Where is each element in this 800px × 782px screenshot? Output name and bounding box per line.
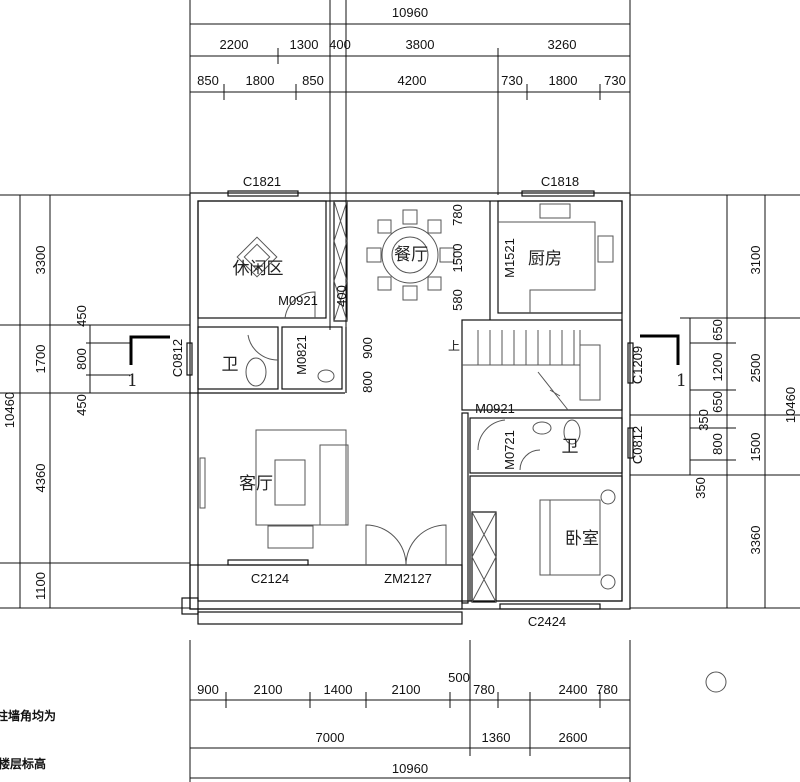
note-line: 柱墙角均为 (0, 708, 56, 723)
dim-right: 3100 (748, 246, 763, 275)
dim-left: 1100 (33, 572, 48, 600)
left-dimensions: 3300 1700 4360 1100 10460 450 800 450 1 (0, 194, 190, 609)
dim-top: 2200 (220, 37, 249, 52)
dim-top-total: 10960 (392, 5, 428, 20)
dim-bottom-total: 10960 (392, 761, 428, 776)
dim-left: 450 (74, 394, 89, 416)
dim-bottom: 2100 (254, 682, 283, 697)
dim-top: 850 (197, 73, 219, 88)
dim-left: 450 (74, 305, 89, 327)
dim-bottom: 2400 (559, 682, 588, 697)
window-label: C2124 (251, 571, 289, 586)
dim-right: 650 (710, 391, 725, 413)
dim-label: 900 (360, 337, 375, 359)
room-kitchen: 厨房 (528, 249, 562, 269)
dim-right: 1500 (748, 433, 763, 462)
dim-bottom: 900 (197, 682, 219, 697)
dim-bottom: 780 (596, 682, 618, 697)
dim-label: 800 (360, 371, 375, 393)
dim-bottom: 1360 (482, 730, 511, 745)
section-mark (640, 334, 680, 365)
room-labels: 休闲区 餐厅 厨房 卫 客厅 卧室 卫 (222, 245, 600, 549)
dim-top: 4200 (398, 73, 427, 88)
dim-left: 3300 (33, 246, 48, 275)
dim-right: 800 (710, 433, 725, 455)
dim-bottom: 2100 (392, 682, 421, 697)
section-number: 1 (127, 371, 138, 391)
doors (247, 291, 541, 566)
walls (181, 192, 631, 625)
window-label: C1818 (541, 174, 579, 189)
dim-right: 350 (693, 477, 708, 499)
dim-right: 2500 (748, 354, 763, 383)
dim-bottom: 2600 (559, 730, 588, 745)
window-label: C0812 (630, 426, 645, 464)
dim-top: 400 (329, 37, 351, 52)
dim-bottom: 1400 (324, 682, 353, 697)
dim-left-total: 10460 (2, 392, 17, 428)
window-label: C2424 (528, 614, 566, 629)
door-label: M0921 (475, 401, 515, 416)
room-dining: 餐厅 (394, 245, 428, 265)
dim-label: 400 (334, 285, 349, 307)
dim-bottom: 500 (448, 670, 470, 685)
room-living: 客厅 (239, 474, 273, 494)
bottom-dimensions: 900 2100 1400 2100 500 780 2400 780 7000… (189, 640, 631, 782)
dim-top: 1800 (549, 73, 578, 88)
top-dimensions: 10960 2200 1300 400 3800 3260 850 1800 8… (189, 0, 631, 330)
dim-label: 780 (450, 204, 465, 226)
door-label: M0921 (278, 293, 318, 308)
dim-top: 3800 (406, 37, 435, 52)
note-line: 楼层标高 (0, 756, 46, 771)
room-bath-right: 卫 (562, 437, 579, 457)
window-label: C0812 (170, 339, 185, 377)
room-leisure: 休闲区 (233, 259, 284, 279)
windows (186, 190, 634, 610)
door-label: M0821 (294, 335, 309, 375)
section-number: 1 (676, 371, 687, 391)
room-bedroom: 卧室 (565, 529, 599, 549)
dim-left: 800 (74, 348, 89, 370)
section-mark (129, 335, 170, 365)
door-label: ZM2127 (384, 571, 432, 586)
dim-top: 3260 (548, 37, 577, 52)
dim-label: 580 (450, 289, 465, 311)
dim-top: 730 (604, 73, 626, 88)
window-label: C1821 (243, 174, 281, 189)
opening-labels: C1821 C1818 M0921 400 M0821 C0812 900 80… (170, 174, 645, 629)
door-label: M1521 (502, 238, 517, 278)
dim-right-total: 10460 (783, 387, 798, 423)
dim-left: 1700 (33, 345, 48, 374)
dim-top: 1300 (290, 37, 319, 52)
dim-right: 1200 (710, 353, 725, 382)
dim-label: 1500 (450, 244, 465, 273)
dim-bottom: 7000 (316, 730, 345, 745)
dim-right: 350 (696, 409, 711, 431)
dim-right: 650 (710, 319, 725, 341)
room-bath-left: 卫 (222, 355, 239, 375)
dim-top: 1800 (246, 73, 275, 88)
right-dimensions: 3100 2500 1500 3360 10460 650 1200 650 3… (630, 194, 800, 609)
dim-left: 4360 (33, 464, 48, 493)
dim-right: 3360 (748, 526, 763, 555)
door-label: M0721 (502, 430, 517, 470)
stair-up-label: 上 (448, 339, 460, 353)
dim-top: 730 (501, 73, 523, 88)
window-label: C1209 (630, 346, 645, 384)
dim-bottom: 780 (473, 682, 495, 697)
furniture (199, 203, 727, 693)
dim-top: 850 (302, 73, 324, 88)
